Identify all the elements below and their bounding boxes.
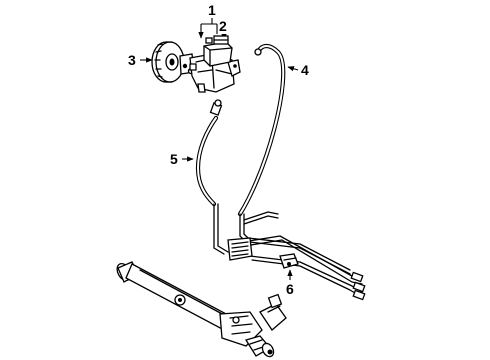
callout-6: 6 [286,269,294,297]
pressure-hose [195,99,223,207]
svg-text:1: 1 [208,2,216,18]
power-steering-pump [179,35,241,93]
svg-text:5: 5 [170,151,178,167]
svg-text:4: 4 [301,62,309,78]
callout-3: 3 [128,52,153,68]
line-clamp [279,253,299,269]
pulley [151,41,185,83]
line-connector-block [227,237,253,261]
return-hose [237,43,286,217]
svg-text:2: 2 [219,18,227,34]
callout-4: 4 [287,62,309,78]
steering-gear-rack [116,261,287,358]
callout-1: 1 [198,2,218,39]
callout-5: 5 [170,151,194,167]
svg-text:6: 6 [286,281,294,297]
svg-text:3: 3 [128,52,136,68]
